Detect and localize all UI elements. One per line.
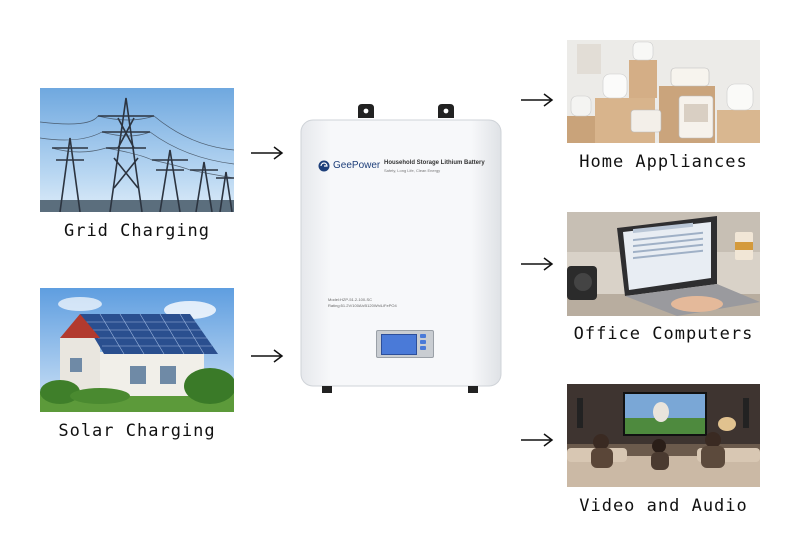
indicator-led: [420, 340, 426, 344]
appliances-illustration: [567, 40, 760, 143]
video-audio-label: Video and Audio: [579, 496, 748, 516]
office-computers-label: Office Computers: [573, 324, 754, 344]
solar-charging-label: Solar Charging: [58, 421, 216, 441]
indicator-led: [420, 334, 426, 338]
battery-brand: GeePower: [333, 160, 381, 171]
geepower-logo-icon: [318, 160, 330, 172]
arrow-right-icon: [521, 93, 554, 107]
battery-body-illustration: [300, 104, 502, 393]
indicator-led: [420, 346, 426, 350]
battery-display-panel: [376, 330, 434, 358]
arrow-right-icon: [521, 433, 554, 447]
grid-charging-image: [40, 88, 234, 212]
arrow-right-icon: [251, 349, 284, 363]
solar-house-illustration: [40, 288, 234, 412]
office-computers-image: [567, 212, 760, 316]
battery-model-line: Model:HZP-51.2-100-SC: [328, 297, 373, 302]
home-appliances-label: Home Appliances: [579, 152, 748, 172]
arrow-right-icon: [521, 257, 554, 271]
battery-rating-line: Rating:51.2V/100Ah/5120Wh/LiFePO4: [328, 303, 397, 308]
grid-charging-label: Grid Charging: [63, 221, 211, 241]
solar-charging-image: [40, 288, 234, 412]
arrow-right-icon: [251, 146, 284, 160]
battery-tagline: Safety, Long Life, Clean Energy: [384, 168, 441, 173]
lcd-screen: [381, 334, 417, 355]
battery-product-title: Household Storage Lithium Battery: [384, 160, 485, 166]
video-audio-image: [567, 384, 760, 487]
battery-unit: GeePower Household Storage Lithium Batte…: [300, 104, 502, 394]
living-room-tv-illustration: [567, 384, 760, 487]
laptop-illustration: [567, 212, 760, 316]
power-lines-illustration: [40, 88, 234, 212]
home-appliances-image: [567, 40, 760, 143]
